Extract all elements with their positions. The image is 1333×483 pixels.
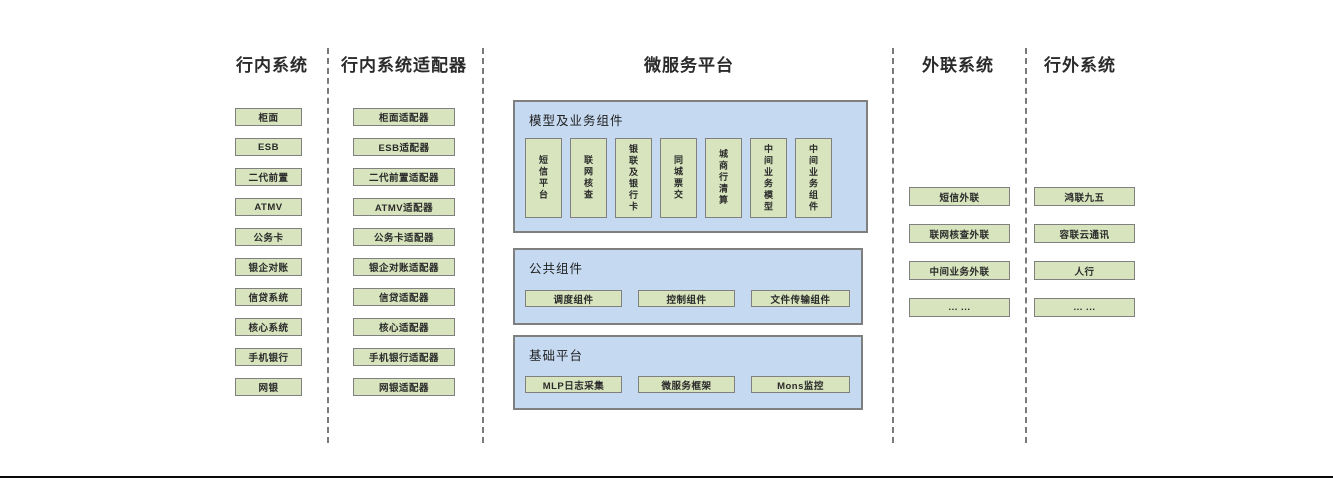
component-box-microservice-framework: 微服务框架 [638,376,735,393]
component-box-intermediate-business-model: 中间业务模型 [750,138,787,218]
system-box-wangyin: 网银 [235,378,302,396]
component-box-intermediate-business-component: 中间业务组件 [795,138,832,218]
adapter-box-wangyin: 网银适配器 [353,378,455,396]
system-box-hexin: 核心系统 [235,318,302,336]
bottom-rule [0,476,1333,478]
component-box-control: 控制组件 [638,290,735,307]
system-box-guimian: 柜面 [235,108,302,126]
adapter-box-yinqiduizhang: 银企对账适配器 [353,258,455,276]
external-box-sms: 短信外联 [909,187,1010,206]
component-box-file-transfer: 文件传输组件 [751,290,850,307]
component-box-citybank-clearing: 城商行清算 [705,138,742,218]
system-box-erdaiqianzhi: 二代前置 [235,168,302,186]
component-box-mons-monitor: Mons监控 [751,376,850,393]
outside-box-honglianjiuwu: 鸿联九五 [1034,187,1135,206]
panel-title: 模型及业务组件 [529,114,624,128]
column-header-external-link-systems: 外联系统 [922,56,994,75]
adapter-box-xindai: 信贷适配器 [353,288,455,306]
panel-base-platform: 基础平台 MLP日志采集 微服务框架 Mons监控 [513,335,863,410]
component-box-mlp-log-collect: MLP日志采集 [525,376,622,393]
component-box-city-bill-exchange: 同城票交 [660,138,697,218]
outside-box-ellipsis: ... ... [1034,298,1135,317]
system-box-shoujiyinhang: 手机银行 [235,348,302,366]
common-components-row: 调度组件 控制组件 文件传输组件 [525,290,850,307]
adapter-box-hexin: 核心适配器 [353,318,455,336]
component-box-network-check: 联网核查 [570,138,607,218]
component-box-scheduling: 调度组件 [525,290,622,307]
adapter-box-erdaiqianzhi: 二代前置适配器 [353,168,455,186]
panel-model-business-components: 模型及业务组件 短信平台 联网核查 银联及银行卡 同城票交 城商行清算 中间业务… [513,100,868,233]
panel-common-components: 公共组件 调度组件 控制组件 文件传输组件 [513,248,863,325]
outside-systems-column: 鸿联九五 容联云通讯 人行 ... ... [1034,187,1135,317]
panel-title: 公共组件 [529,262,584,276]
adapter-box-shoujiyinhang: 手机银行适配器 [353,348,455,366]
adapter-box-gongwuka: 公务卡适配器 [353,228,455,246]
internal-adapters-column: 柜面适配器 ESB适配器 二代前置适配器 ATMV适配器 公务卡适配器 银企对账… [353,108,455,396]
outside-box-ronglianyun: 容联云通讯 [1034,224,1135,243]
adapter-box-esb: ESB适配器 [353,138,455,156]
column-header-outside-systems: 行外系统 [1044,56,1116,75]
column-header-internal-adapters: 行内系统适配器 [341,56,467,75]
component-box-sms-platform: 短信平台 [525,138,562,218]
system-box-atmv: ATMV [235,198,302,216]
column-divider-3 [892,48,894,443]
system-box-esb: ESB [235,138,302,156]
column-header-microservice-platform: 微服务平台 [644,56,734,75]
column-header-internal-systems: 行内系统 [236,56,308,75]
adapter-box-guimian: 柜面适配器 [353,108,455,126]
system-box-xindai: 信贷系统 [235,288,302,306]
base-platform-row: MLP日志采集 微服务框架 Mons监控 [525,376,850,393]
column-divider-4 [1025,48,1027,443]
external-box-network-check: 联网核查外联 [909,224,1010,243]
component-box-unionpay-bankcard: 银联及银行卡 [615,138,652,218]
model-components-row: 短信平台 联网核查 银联及银行卡 同城票交 城商行清算 中间业务模型 中间业务组… [525,138,832,218]
external-link-column: 短信外联 联网核查外联 中间业务外联 ... ... [909,187,1010,317]
adapter-box-atmv: ATMV适配器 [353,198,455,216]
outside-box-renhang: 人行 [1034,261,1135,280]
internal-systems-column: 柜面 ESB 二代前置 ATMV 公务卡 银企对账 信贷系统 核心系统 手机银行… [235,108,302,396]
column-divider-1 [327,48,329,443]
external-box-ellipsis: ... ... [909,298,1010,317]
external-box-intermediate-business: 中间业务外联 [909,261,1010,280]
system-box-yinqiduizhang: 银企对账 [235,258,302,276]
panel-title: 基础平台 [529,349,584,363]
column-divider-2 [482,48,484,443]
system-box-gongwuka: 公务卡 [235,228,302,246]
